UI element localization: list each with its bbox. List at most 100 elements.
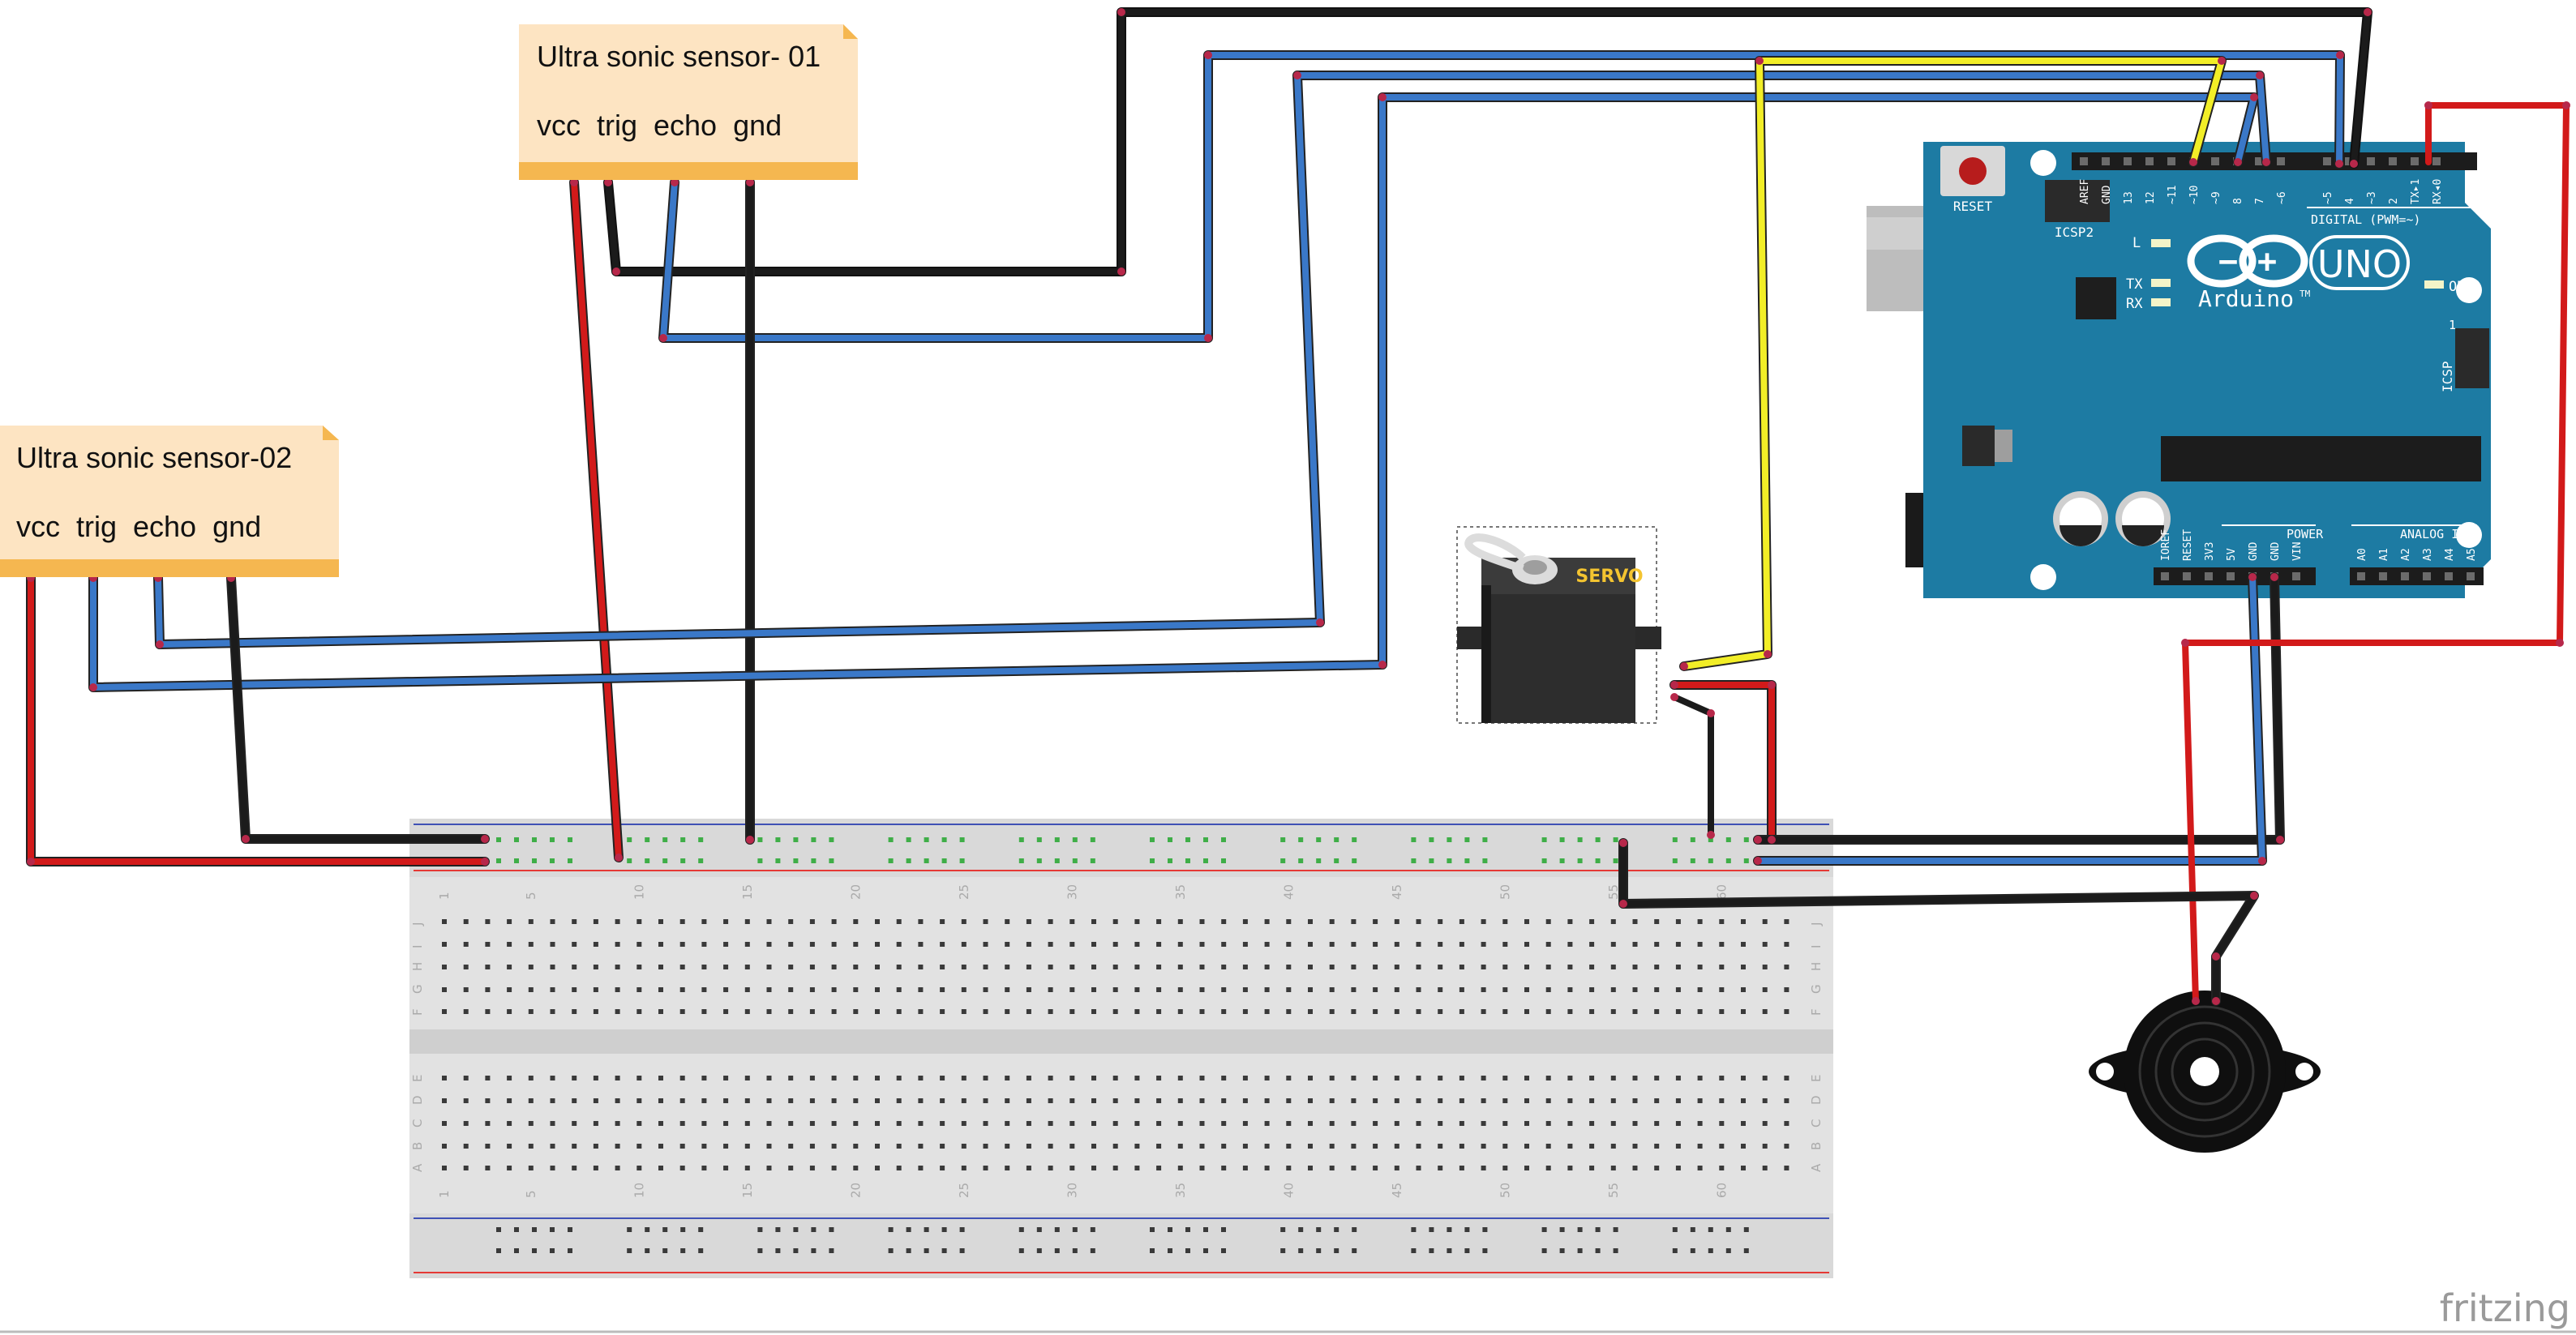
- breadboard-hole: [1589, 987, 1595, 992]
- breadboard-hole: [550, 1009, 555, 1014]
- breadboard-hole: [1654, 1144, 1660, 1149]
- breadboard-hole: [1242, 965, 1248, 969]
- row-letter: H: [410, 962, 425, 971]
- wire-bendpoint: [1670, 681, 1678, 689]
- breadboard-hole: [1134, 919, 1140, 924]
- breadboard-hole: [572, 1098, 577, 1103]
- rail-hole: [496, 837, 501, 842]
- breadboard-hole: [1134, 1144, 1140, 1149]
- row-letter: B: [1809, 1142, 1824, 1150]
- breadboard: 1155101015152020252530303535404045455050…: [409, 819, 1833, 1278]
- breadboard-hole: [853, 1076, 859, 1080]
- breadboard-hole: [1762, 1166, 1768, 1170]
- rail-hole: [1352, 1248, 1357, 1253]
- breadboard-hole: [463, 987, 469, 992]
- wire-bendpoint: [2556, 639, 2564, 647]
- header-pin: [2345, 157, 2353, 165]
- rail-hole: [1203, 1227, 1208, 1232]
- rail-hole: [757, 837, 763, 842]
- rail-hole: [1447, 837, 1452, 842]
- rail-hole: [1072, 1227, 1078, 1232]
- breadboard-hole: [896, 1076, 902, 1080]
- rail-hole: [1221, 858, 1226, 863]
- rail-hole: [906, 837, 911, 842]
- breadboard-hole: [1567, 1121, 1573, 1126]
- rail-hole: [1411, 1227, 1417, 1232]
- breadboard-hole: [1459, 1144, 1464, 1149]
- rail-hole: [514, 1227, 519, 1232]
- wire-bendpoint: [2192, 997, 2200, 1005]
- breadboard-hole: [809, 1009, 815, 1014]
- rail-hole: [662, 858, 668, 863]
- rail-hole: [1672, 858, 1678, 863]
- breadboard-hole: [1524, 1098, 1529, 1103]
- breadboard-hole: [679, 942, 685, 947]
- breadboard-hole: [831, 1009, 837, 1014]
- breadboard-hole: [1697, 1009, 1703, 1014]
- breadboard-hole: [1264, 1166, 1270, 1170]
- rail-hole: [829, 1248, 834, 1253]
- breadboard-hole: [1524, 1076, 1529, 1080]
- breadboard-hole: [875, 942, 880, 947]
- pin-label: 12: [2145, 191, 2157, 204]
- breadboard-hole: [1762, 1009, 1768, 1014]
- breadboard-hole: [1416, 1121, 1421, 1126]
- rail-hole: [1018, 837, 1024, 842]
- breadboard-hole: [1675, 919, 1681, 924]
- breadboard-hole: [1156, 1009, 1162, 1014]
- breadboard-hole: [875, 1121, 880, 1126]
- breadboard-hole: [1199, 1144, 1205, 1149]
- column-number: 50: [1498, 884, 1512, 900]
- wire-bendpoint: [2562, 101, 2570, 109]
- breadboard-hole: [723, 965, 729, 969]
- rail-hole: [941, 1248, 947, 1253]
- breadboard-hole: [1675, 942, 1681, 947]
- rail-hole: [550, 1248, 555, 1253]
- rail-hole: [496, 1248, 501, 1253]
- breadboard-hole: [463, 919, 469, 924]
- breadboard-hole: [1610, 987, 1616, 992]
- note-sensor-02-pins: vcc trig echo gnd: [16, 510, 261, 543]
- breadboard-hole: [1199, 919, 1205, 924]
- rail-hole: [811, 858, 817, 863]
- breadboard-hole: [788, 965, 794, 969]
- column-number: 20: [848, 884, 863, 900]
- breadboard-hole: [1221, 1009, 1227, 1014]
- rail-hole: [757, 858, 763, 863]
- column-number: 35: [1173, 1183, 1188, 1198]
- rail-hole: [1168, 1227, 1172, 1232]
- rail-hole: [568, 858, 572, 863]
- breadboard-hole: [701, 1076, 707, 1080]
- breadboard-hole: [896, 965, 902, 969]
- breadboard-hole: [1459, 1076, 1464, 1080]
- breadboard-hole: [1177, 1009, 1183, 1014]
- breadboard-hole: [1784, 965, 1789, 969]
- breadboard-hole: [1026, 1166, 1031, 1170]
- breadboard-hole: [1459, 965, 1464, 969]
- rail-hole: [645, 1248, 650, 1253]
- breadboard-hole: [940, 1098, 945, 1103]
- rail-hole: [662, 1227, 668, 1232]
- rail-hole: [1577, 858, 1583, 863]
- breadboard-hole: [463, 1098, 469, 1103]
- wire-bendpoint: [242, 835, 250, 843]
- breadboard-hole: [1308, 942, 1313, 947]
- breadboard-hole: [1286, 1144, 1292, 1149]
- header-pin: [2124, 157, 2132, 165]
- rail-hole: [1672, 1227, 1678, 1232]
- breadboard-hole: [572, 965, 577, 969]
- rail-hole: [1672, 1248, 1678, 1253]
- breadboard-hole: [1112, 1009, 1118, 1014]
- wire-bendpoint: [1204, 51, 1212, 59]
- rail-hole: [550, 1227, 555, 1232]
- reset-label: RESET: [1953, 199, 1993, 214]
- row-letter: I: [410, 945, 425, 948]
- header-pin: [2323, 157, 2331, 165]
- rail-hole: [1541, 1227, 1547, 1232]
- breadboard-hole: [442, 965, 447, 969]
- rail-hole: [568, 837, 572, 842]
- breadboard-hole: [961, 1166, 967, 1170]
- breadboard-hole: [1394, 942, 1399, 947]
- rail-hole: [924, 837, 929, 842]
- row-letter: C: [410, 1119, 425, 1127]
